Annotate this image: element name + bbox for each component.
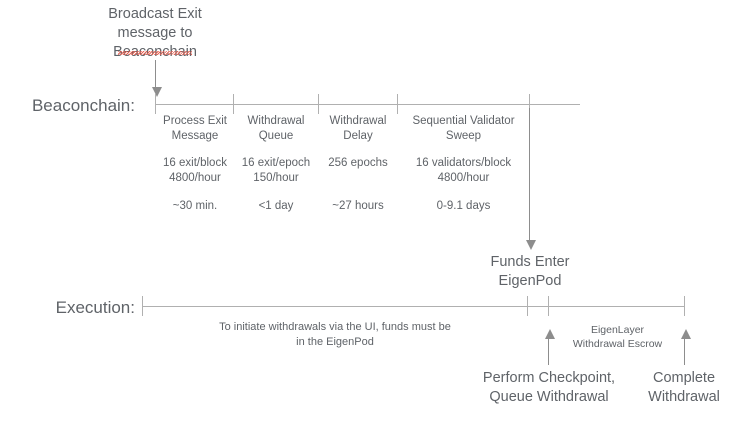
row-label-beaconchain: Beaconchain:	[31, 96, 135, 115]
beaconchain-tick-1	[233, 94, 234, 114]
beaconchain-tick-4	[529, 94, 530, 114]
perform-checkpoint-label: Perform Checkpoint, Queue Withdrawal	[482, 370, 616, 406]
phase-1-rate: 16 exit/epoch 150/hour	[241, 157, 311, 185]
phase-2-name: Withdrawal Delay	[329, 115, 387, 143]
beaconchain-tick-0	[155, 94, 156, 114]
phase-1-name: Withdrawal Queue	[247, 115, 305, 143]
broadcast-exit-note: Broadcast Exit message to Beaconchain	[108, 6, 202, 60]
execution-tick-funds-arrive	[527, 296, 528, 316]
complete-withdrawal-label: Complete Withdrawal	[648, 370, 720, 406]
execution-tick-complete	[684, 296, 685, 316]
phase-0-duration: ~30 min.	[172, 200, 218, 212]
phase-0-name: Process Exit Message	[163, 115, 227, 143]
eigenlayer-escrow-label: EigenLayer Withdrawal Escrow	[572, 324, 663, 350]
beaconchain-tick-2	[318, 94, 319, 114]
spellcheck-underline	[118, 51, 192, 55]
row-label-execution: Execution:	[55, 298, 135, 317]
beaconchain-tick-3	[397, 94, 398, 114]
complete-withdrawal-arrow	[680, 329, 691, 365]
phase-2-duration: ~27 hours	[332, 200, 384, 212]
execution-tick-checkpoint	[548, 296, 549, 316]
phase-3-duration: 0-9.1 days	[436, 200, 491, 212]
broadcast-to-beaconchain-arrow	[151, 60, 162, 97]
beaconchain-axis	[155, 104, 580, 105]
execution-axis	[142, 306, 685, 307]
phase-3-name: Sequential Validator Sweep	[412, 115, 515, 143]
checkpoint-arrow	[544, 329, 555, 365]
funds-enter-eigenpod-arrow	[525, 108, 536, 250]
phase-0-rate: 16 exit/block 4800/hour	[163, 157, 227, 185]
phase-3-rate: 16 validators/block 4800/hour	[415, 157, 512, 185]
funds-enter-eigenpod-label: Funds Enter EigenPod	[490, 254, 570, 290]
phase-1-duration: <1 day	[258, 200, 294, 212]
execution-tick-start	[142, 296, 143, 316]
execution-ui-note: To initiate withdrawals via the UI, fund…	[219, 321, 451, 348]
phase-2-rate: 256 epochs	[328, 157, 388, 169]
